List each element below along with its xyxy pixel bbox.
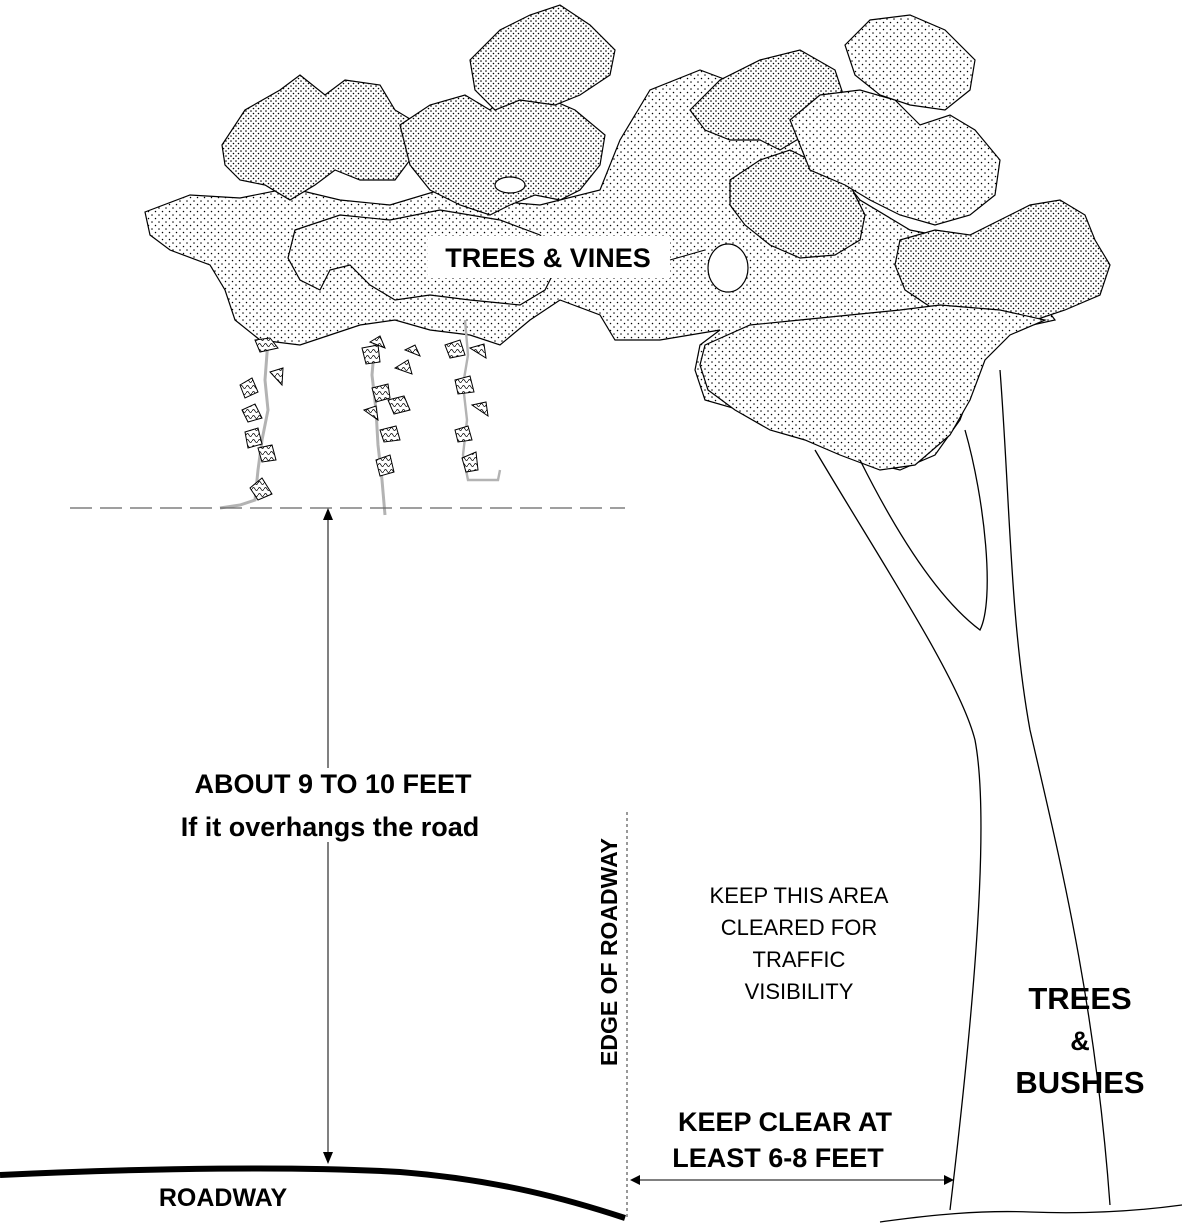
keep-clear-line1: KEEP CLEAR AT xyxy=(678,1107,893,1137)
leaf xyxy=(388,396,410,414)
leaf xyxy=(455,376,474,394)
canopy-clump-3 xyxy=(470,5,615,110)
leaf xyxy=(455,426,472,442)
edge-of-roadway-label: EDGE OF ROADWAY xyxy=(596,838,622,1066)
leaf xyxy=(470,344,486,358)
keep-area-line2: CLEARED FOR xyxy=(721,915,877,940)
keep-clear-line2: LEAST 6-8 FEET xyxy=(672,1143,884,1173)
roadway-label: ROADWAY xyxy=(159,1184,288,1212)
trees-bushes-line1: TREES xyxy=(1028,981,1131,1016)
roadway-surface xyxy=(0,1168,625,1218)
leaf xyxy=(242,404,262,422)
leaf xyxy=(380,426,400,442)
trees-bushes-line3: BUSHES xyxy=(1015,1065,1144,1100)
canopy-gap-1 xyxy=(708,244,748,292)
trees-vines-label: TREES & VINES xyxy=(445,243,651,273)
leaf xyxy=(250,478,272,500)
leaf xyxy=(362,345,380,364)
leaf xyxy=(270,368,283,385)
vines xyxy=(220,320,500,515)
trees-bushes-line2: & xyxy=(1070,1026,1090,1056)
ground-line xyxy=(880,1205,1182,1222)
vine-middle xyxy=(372,340,385,515)
keep-area-line3: TRAFFIC xyxy=(753,947,846,972)
leaf xyxy=(445,340,465,358)
trunk-left-edge xyxy=(815,450,981,1210)
canopy-gap-2 xyxy=(495,177,525,193)
keep-clear-arrow-left-head xyxy=(630,1175,640,1185)
leaf xyxy=(364,406,378,420)
leaf xyxy=(462,452,478,472)
height-arrow-down-head xyxy=(323,1152,333,1164)
leaf xyxy=(245,428,262,448)
leaf xyxy=(472,402,488,416)
keep-area-line1: KEEP THIS AREA xyxy=(710,883,889,908)
height-arrow-up-head xyxy=(323,508,333,520)
leaf xyxy=(240,378,258,398)
leaf xyxy=(395,360,412,374)
height-label-line1: ABOUT 9 TO 10 FEET xyxy=(194,769,472,799)
keep-clear-arrow xyxy=(630,1175,954,1185)
height-label-line2: If it overhangs the road xyxy=(181,812,480,842)
canopy-clump-1 xyxy=(222,75,420,200)
canopy-lower-right xyxy=(700,305,1045,470)
keep-area-line4: VISIBILITY xyxy=(745,979,854,1004)
leaf xyxy=(405,345,420,356)
